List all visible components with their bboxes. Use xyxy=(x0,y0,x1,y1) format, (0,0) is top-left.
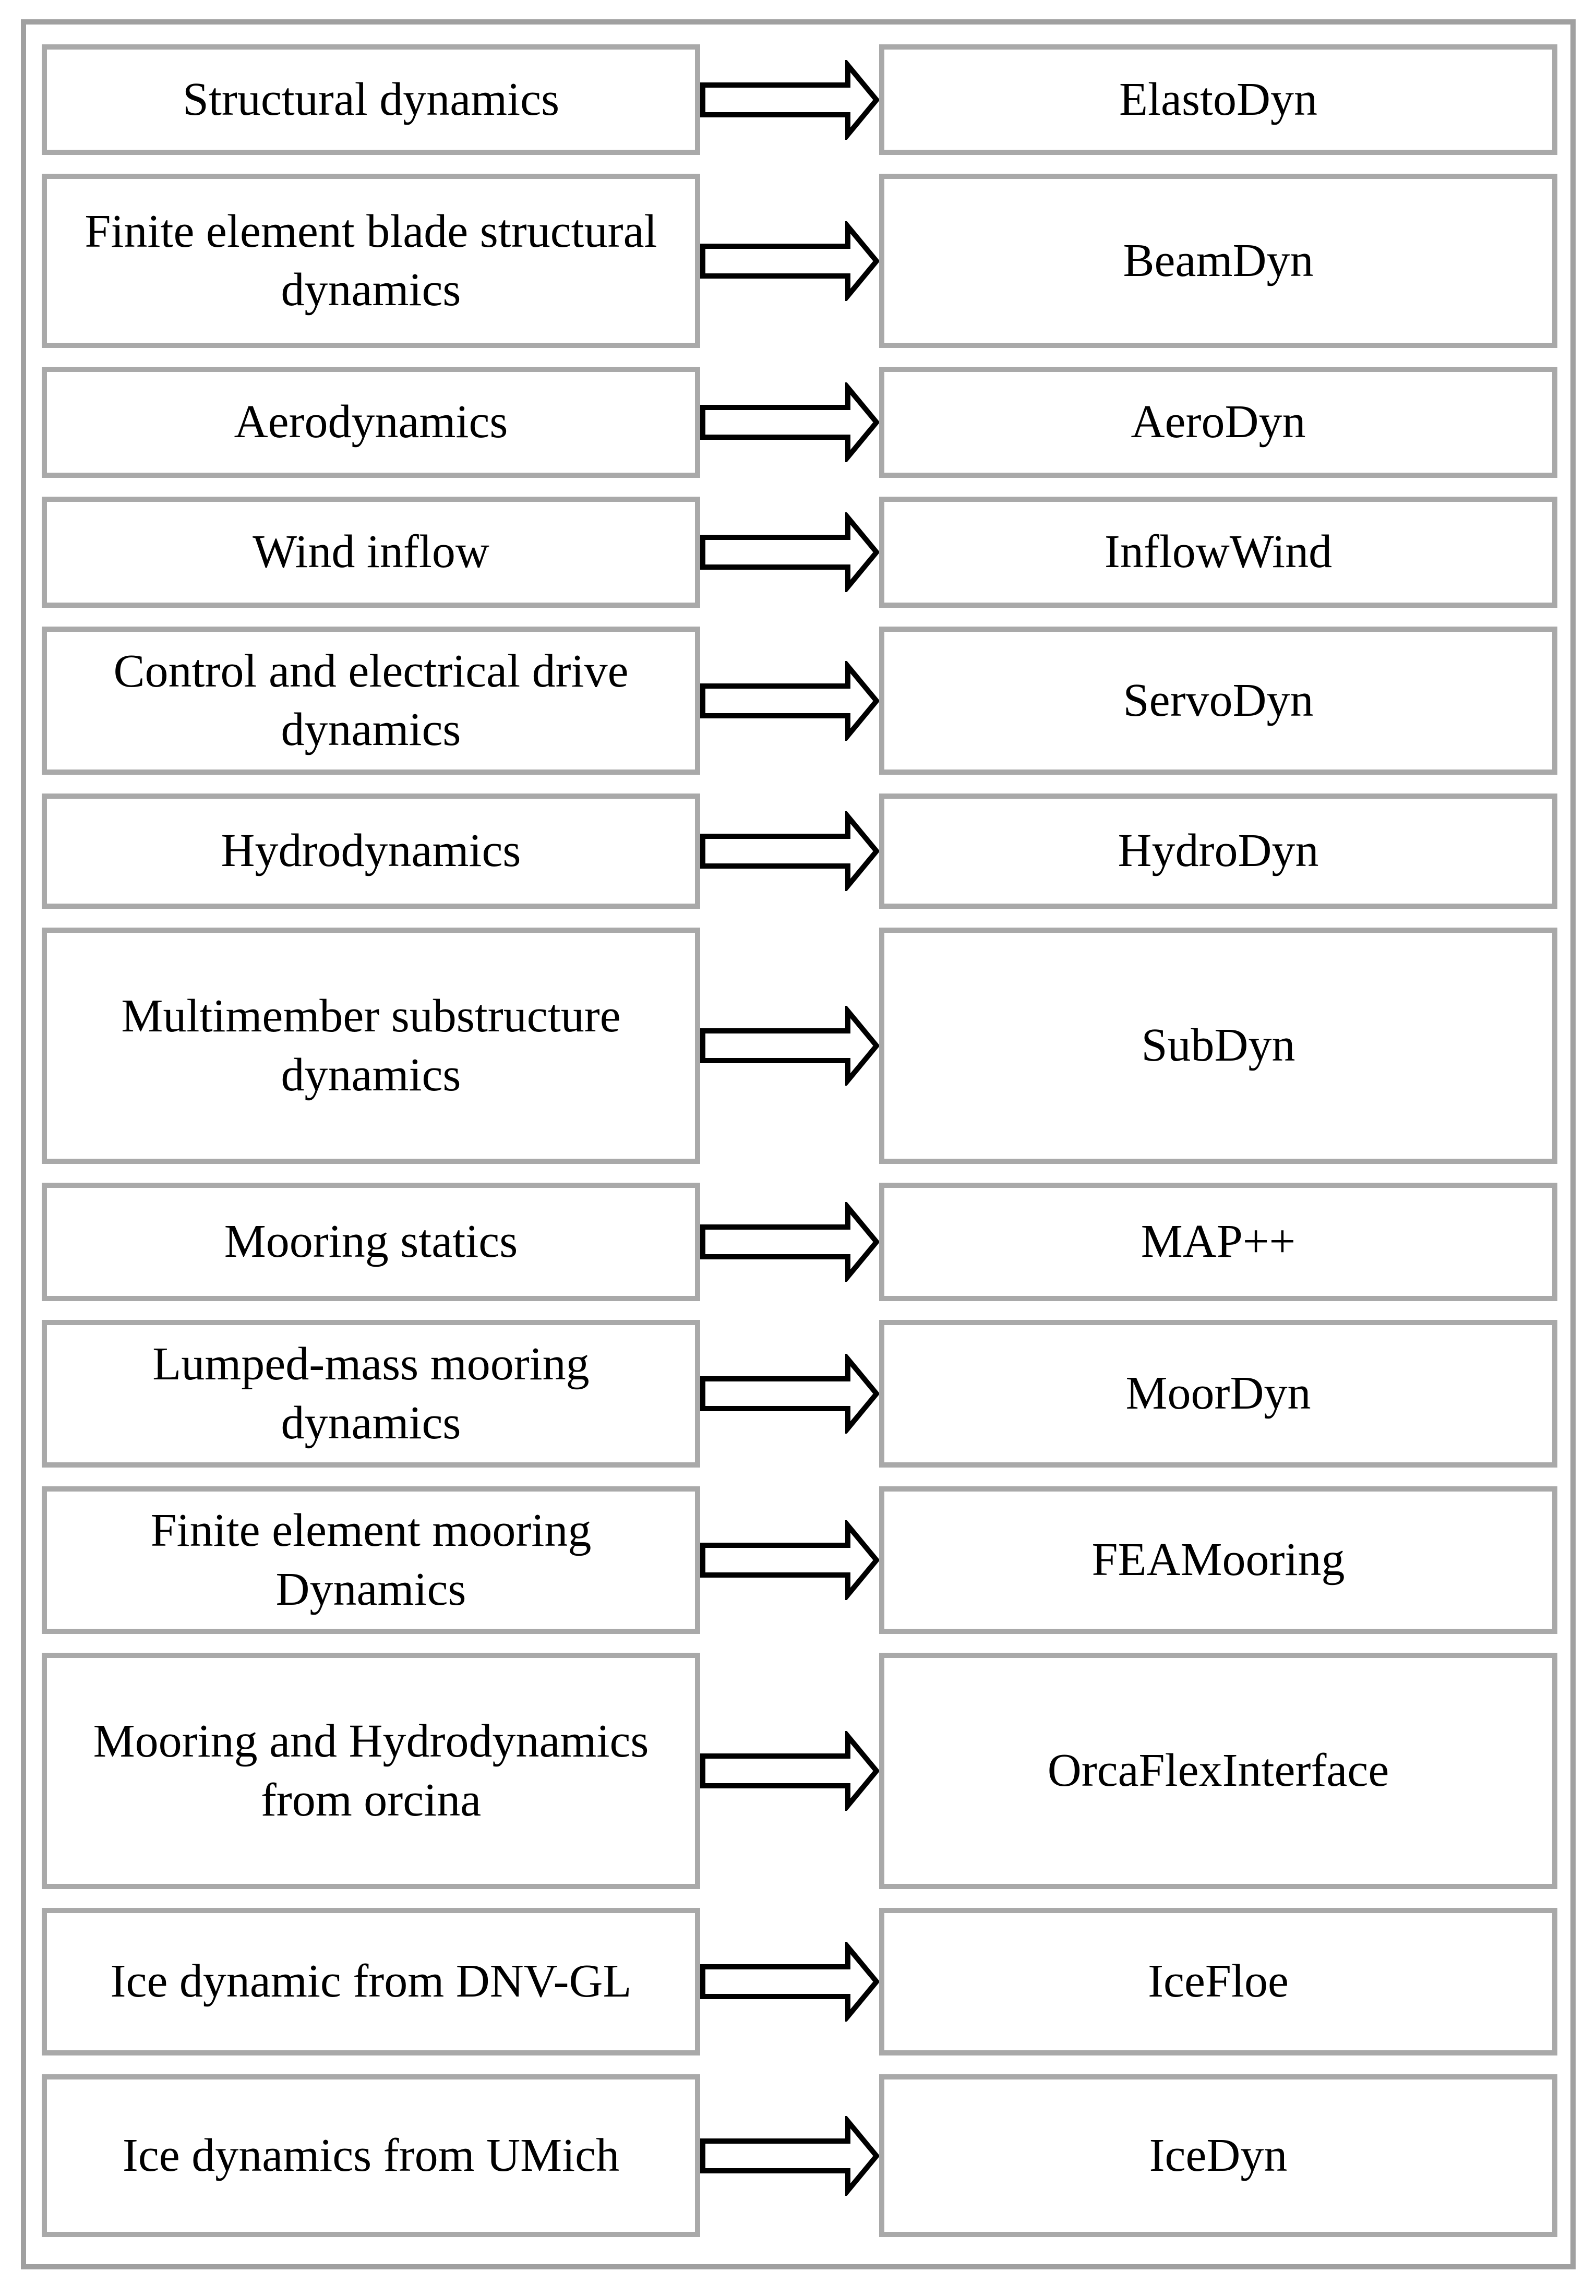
module-label: MAP++ xyxy=(1141,1216,1296,1268)
right-block-arrow-icon xyxy=(700,1354,879,1434)
module-label: AeroDyn xyxy=(1131,396,1306,448)
function-label: Ice dynamics from UMich xyxy=(122,2129,620,2181)
right-block-arrow-icon xyxy=(700,512,879,592)
module-box: ElastoDyn xyxy=(879,44,1557,155)
module-label: IceDyn xyxy=(1149,2129,1288,2181)
module-row: Aerodynamics AeroDyn xyxy=(42,367,1570,478)
module-box: SubDyn xyxy=(879,928,1557,1164)
arrow-cell xyxy=(700,174,879,348)
right-block-arrow-icon xyxy=(700,2115,879,2196)
module-box: MoorDyn xyxy=(879,1320,1557,1468)
module-row: Finite element mooring Dynamics FEAMoori… xyxy=(42,1486,1570,1634)
module-box: ServoDyn xyxy=(879,627,1557,775)
function-box: Mooring statics xyxy=(42,1183,700,1301)
module-box: IceDyn xyxy=(879,2074,1557,2237)
right-block-arrow-icon xyxy=(700,1731,879,1811)
module-row: Mooring statics MAP++ xyxy=(42,1183,1570,1301)
module-box: BeamDyn xyxy=(879,174,1557,348)
function-box: Hydrodynamics xyxy=(42,794,700,909)
module-box: FEAMooring xyxy=(879,1486,1557,1634)
module-label: BeamDyn xyxy=(1123,234,1314,286)
arrow-cell xyxy=(700,794,879,909)
function-label: Hydrodynamics xyxy=(221,825,521,877)
module-row: Ice dynamics from UMich IceDyn xyxy=(42,2074,1570,2237)
right-block-arrow-icon xyxy=(700,660,879,741)
module-row: Multimember substructure dynamics SubDyn xyxy=(42,928,1570,1164)
arrow-cell xyxy=(700,1908,879,2055)
function-box: Aerodynamics xyxy=(42,367,700,478)
arrow-cell xyxy=(700,1653,879,1889)
function-box: Multimember substructure dynamics xyxy=(42,928,700,1164)
right-block-arrow-icon xyxy=(700,221,879,301)
function-box: Ice dynamic from DNV-GL xyxy=(42,1908,700,2055)
function-box: Control and electrical drive dynamics xyxy=(42,627,700,775)
diagram-frame: Structural dynamics ElastoDyn Finite ele… xyxy=(21,19,1576,2269)
arrow-cell xyxy=(700,44,879,155)
module-row: Finite element blade structural dynamics… xyxy=(42,174,1570,348)
module-box: HydroDyn xyxy=(879,794,1557,909)
arrow-cell xyxy=(700,627,879,775)
function-label: Wind inflow xyxy=(253,526,489,578)
module-label: OrcaFlexInterface xyxy=(1047,1745,1389,1797)
function-box: Wind inflow xyxy=(42,497,700,608)
module-label: InflowWind xyxy=(1104,526,1333,578)
right-block-arrow-icon xyxy=(700,1006,879,1086)
function-box: Ice dynamics from UMich xyxy=(42,2074,700,2237)
arrow-cell xyxy=(700,1320,879,1468)
module-row: Wind inflow InflowWind xyxy=(42,497,1570,608)
module-label: ElastoDyn xyxy=(1119,73,1317,125)
function-label: Multimember substructure dynamics xyxy=(121,990,621,1101)
module-row: Structural dynamics ElastoDyn xyxy=(42,44,1570,155)
module-row: Mooring and Hydrodynamics from orcina Or… xyxy=(42,1653,1570,1889)
module-box: MAP++ xyxy=(879,1183,1557,1301)
function-box: Lumped-mass mooring dynamics xyxy=(42,1320,700,1468)
arrow-cell xyxy=(700,2074,879,2237)
function-label: Aerodynamics xyxy=(234,396,508,448)
function-label: Mooring statics xyxy=(224,1216,518,1268)
right-block-arrow-icon xyxy=(700,59,879,140)
arrow-cell xyxy=(700,497,879,608)
module-row: Hydrodynamics HydroDyn xyxy=(42,794,1570,909)
module-label: FEAMooring xyxy=(1091,1534,1345,1586)
function-label: Ice dynamic from DNV-GL xyxy=(110,1955,632,2008)
module-box: OrcaFlexInterface xyxy=(879,1653,1557,1889)
module-label: MoorDyn xyxy=(1125,1367,1311,1420)
right-block-arrow-icon xyxy=(700,1942,879,2022)
function-box: Structural dynamics xyxy=(42,44,700,155)
module-label: HydroDyn xyxy=(1118,825,1319,877)
arrow-cell xyxy=(700,928,879,1164)
function-label: Mooring and Hydrodynamics from orcina xyxy=(93,1715,649,1826)
function-box: Mooring and Hydrodynamics from orcina xyxy=(42,1653,700,1889)
module-box: AeroDyn xyxy=(879,367,1557,478)
function-label: Structural dynamics xyxy=(182,73,560,125)
module-box: IceFloe xyxy=(879,1908,1557,2055)
module-box: InflowWind xyxy=(879,497,1557,608)
function-box: Finite element blade structural dynamics xyxy=(42,174,700,348)
function-label: Lumped-mass mooring dynamics xyxy=(152,1338,590,1449)
module-row: Ice dynamic from DNV-GL IceFloe xyxy=(42,1908,1570,2055)
function-label: Control and electrical drive dynamics xyxy=(113,645,629,756)
right-block-arrow-icon xyxy=(700,1202,879,1282)
arrow-cell xyxy=(700,1486,879,1634)
right-block-arrow-icon xyxy=(700,811,879,891)
function-label: Finite element blade structural dynamics xyxy=(85,205,657,316)
right-block-arrow-icon xyxy=(700,382,879,462)
function-box: Finite element mooring Dynamics xyxy=(42,1486,700,1634)
arrow-cell xyxy=(700,367,879,478)
function-label: Finite element mooring Dynamics xyxy=(150,1505,592,1615)
module-row: Control and electrical drive dynamics Se… xyxy=(42,627,1570,775)
module-label: IceFloe xyxy=(1148,1955,1289,2008)
arrow-cell xyxy=(700,1183,879,1301)
module-row: Lumped-mass mooring dynamics MoorDyn xyxy=(42,1320,1570,1468)
module-label: ServoDyn xyxy=(1123,674,1314,726)
module-label: SubDyn xyxy=(1141,1019,1295,1072)
right-block-arrow-icon xyxy=(700,1520,879,1600)
